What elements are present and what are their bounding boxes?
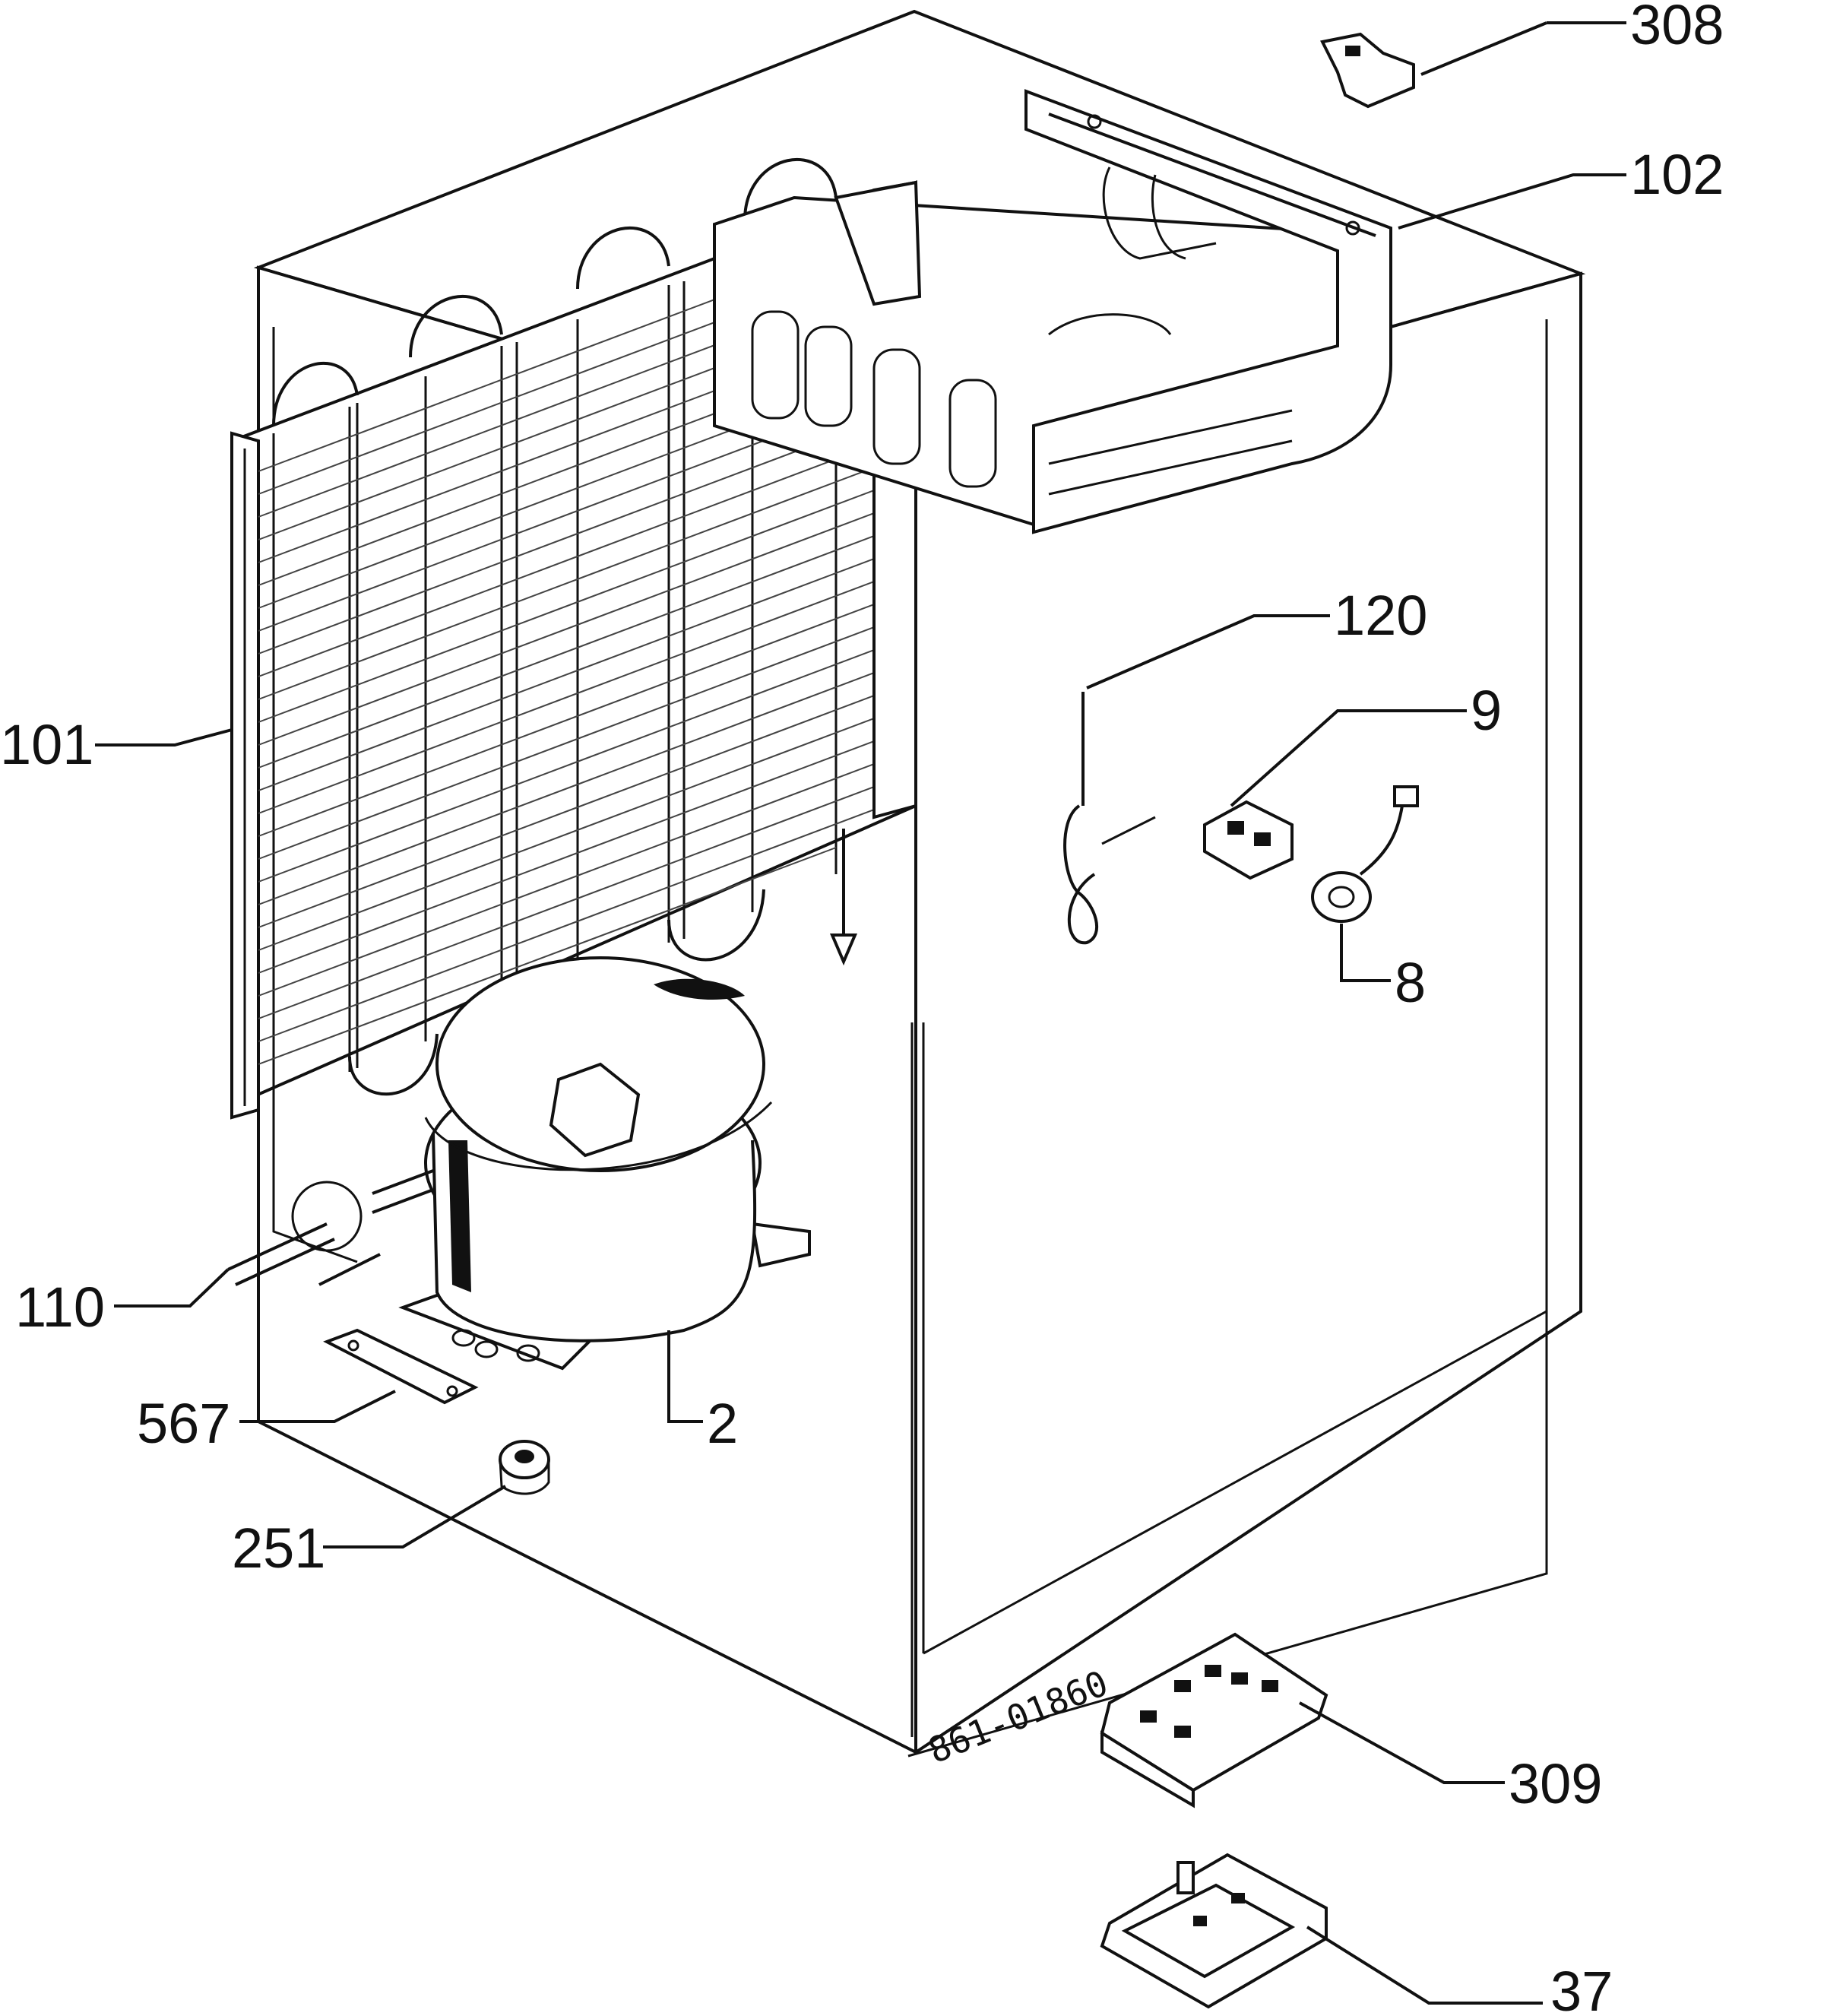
part-308-clip: [1320, 21, 1626, 109]
part-251-grommet: [499, 1440, 550, 1495]
leader-lines: [95, 173, 1626, 2005]
compressor: [227, 956, 811, 1371]
callout-309: 309: [1509, 1752, 1602, 1815]
thermostat-capillary: [1063, 692, 1156, 945]
callout-labels: 308 102 101 120 9 8 110 567 2 251 309 37…: [0, 0, 1724, 2016]
evaporator-tray: [713, 89, 1392, 534]
callout-251: 251: [232, 1517, 325, 1580]
callout-308: 308: [1630, 0, 1724, 56]
callout-120: 120: [1334, 584, 1427, 647]
part-309-control-panel: [1100, 1632, 1328, 1808]
callout-101: 101: [0, 713, 93, 776]
part-567-plate: [323, 1328, 479, 1405]
callout-567: 567: [137, 1392, 230, 1455]
part-37-bracket: [1100, 1853, 1328, 2009]
callout-37: 37: [1550, 1960, 1613, 2016]
callout-8: 8: [1395, 951, 1426, 1014]
callout-102: 102: [1630, 143, 1724, 206]
callout-110: 110: [15, 1276, 105, 1339]
relay-part-9: [1203, 800, 1294, 880]
overload-part-8: [1311, 785, 1419, 923]
condenser-wire-hatching: [258, 227, 905, 1065]
callout-2: 2: [707, 1392, 738, 1455]
callout-9: 9: [1471, 679, 1502, 742]
